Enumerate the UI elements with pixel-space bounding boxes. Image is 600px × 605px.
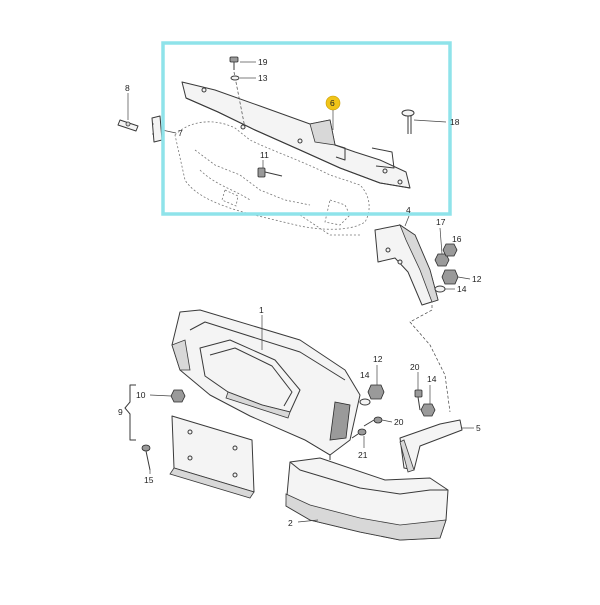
- part-9-group-bracket: [124, 384, 136, 441]
- callout-label-14-lower: 14: [427, 374, 437, 384]
- callout-labels: 19 13 8 6 18 7 11 4 17 16 12 14 1 12 20 …: [118, 57, 482, 528]
- part-8-clip: [117, 93, 139, 132]
- callout-label-19: 19: [258, 57, 268, 67]
- callout-label-12-lower: 12: [373, 354, 383, 364]
- part-21-bolt: [351, 428, 367, 448]
- part-13-washer: [230, 75, 256, 81]
- callout-label-5: 5: [476, 423, 481, 433]
- chassis-ghost-outline: [174, 121, 370, 236]
- callout-label-14-mid: 14: [360, 370, 370, 380]
- part-16-nut: [442, 243, 458, 257]
- callout-badge-6: [325, 95, 341, 130]
- license-plate-holder: [169, 415, 255, 499]
- part-6-reinforcement-bar: [181, 81, 411, 189]
- callout-label-7: 7: [178, 128, 183, 138]
- callout-label-8: 8: [125, 83, 130, 93]
- callout-label-17: 17: [436, 217, 446, 227]
- part-20-bolt-left: [363, 416, 393, 427]
- callout-label-1: 1: [259, 305, 264, 315]
- part-5-side-bracket: [399, 419, 474, 473]
- callout-label-9: 9: [118, 407, 123, 417]
- callout-label-4: 4: [406, 205, 411, 215]
- callout-label-11: 11: [260, 150, 269, 160]
- part-2-bumper-cover: [285, 457, 449, 541]
- callout-label-15: 15: [144, 475, 154, 485]
- part-12-nut-lower: [367, 365, 385, 400]
- callout-label-13: 13: [258, 73, 268, 83]
- callout-label-20-right: 20: [410, 362, 420, 372]
- callout-label-21: 21: [358, 450, 368, 460]
- callout-label-14-upper: 14: [457, 284, 467, 294]
- part-1-bumper-carrier: [171, 309, 361, 460]
- callout-label-18: 18: [450, 117, 460, 127]
- callout-label-12-upper: 12: [472, 274, 482, 284]
- callout-label-16: 16: [452, 234, 462, 244]
- part-20-bolt-right: [414, 372, 423, 411]
- routing-line-4-to-5: [409, 305, 451, 413]
- part-11-bolt: [257, 160, 283, 178]
- part-10-nut: [149, 389, 186, 403]
- part-19-bolt: [229, 56, 256, 129]
- part-4-side-bracket: [374, 215, 439, 306]
- callout-label-2: 2: [288, 518, 293, 528]
- part-14-washer-upper: [434, 285, 455, 293]
- part-14-washer-lower: [420, 385, 436, 417]
- part-14-washer-mid: [359, 398, 371, 406]
- part-18-bolt: [401, 109, 447, 134]
- part-12-nut-upper: [441, 269, 471, 285]
- callout-label-6: 6: [330, 98, 335, 108]
- callout-label-10: 10: [136, 390, 146, 400]
- callout-label-20-left: 20: [394, 417, 404, 427]
- part-6-highlight-frame: [161, 41, 452, 216]
- part-15-screw: [141, 444, 151, 474]
